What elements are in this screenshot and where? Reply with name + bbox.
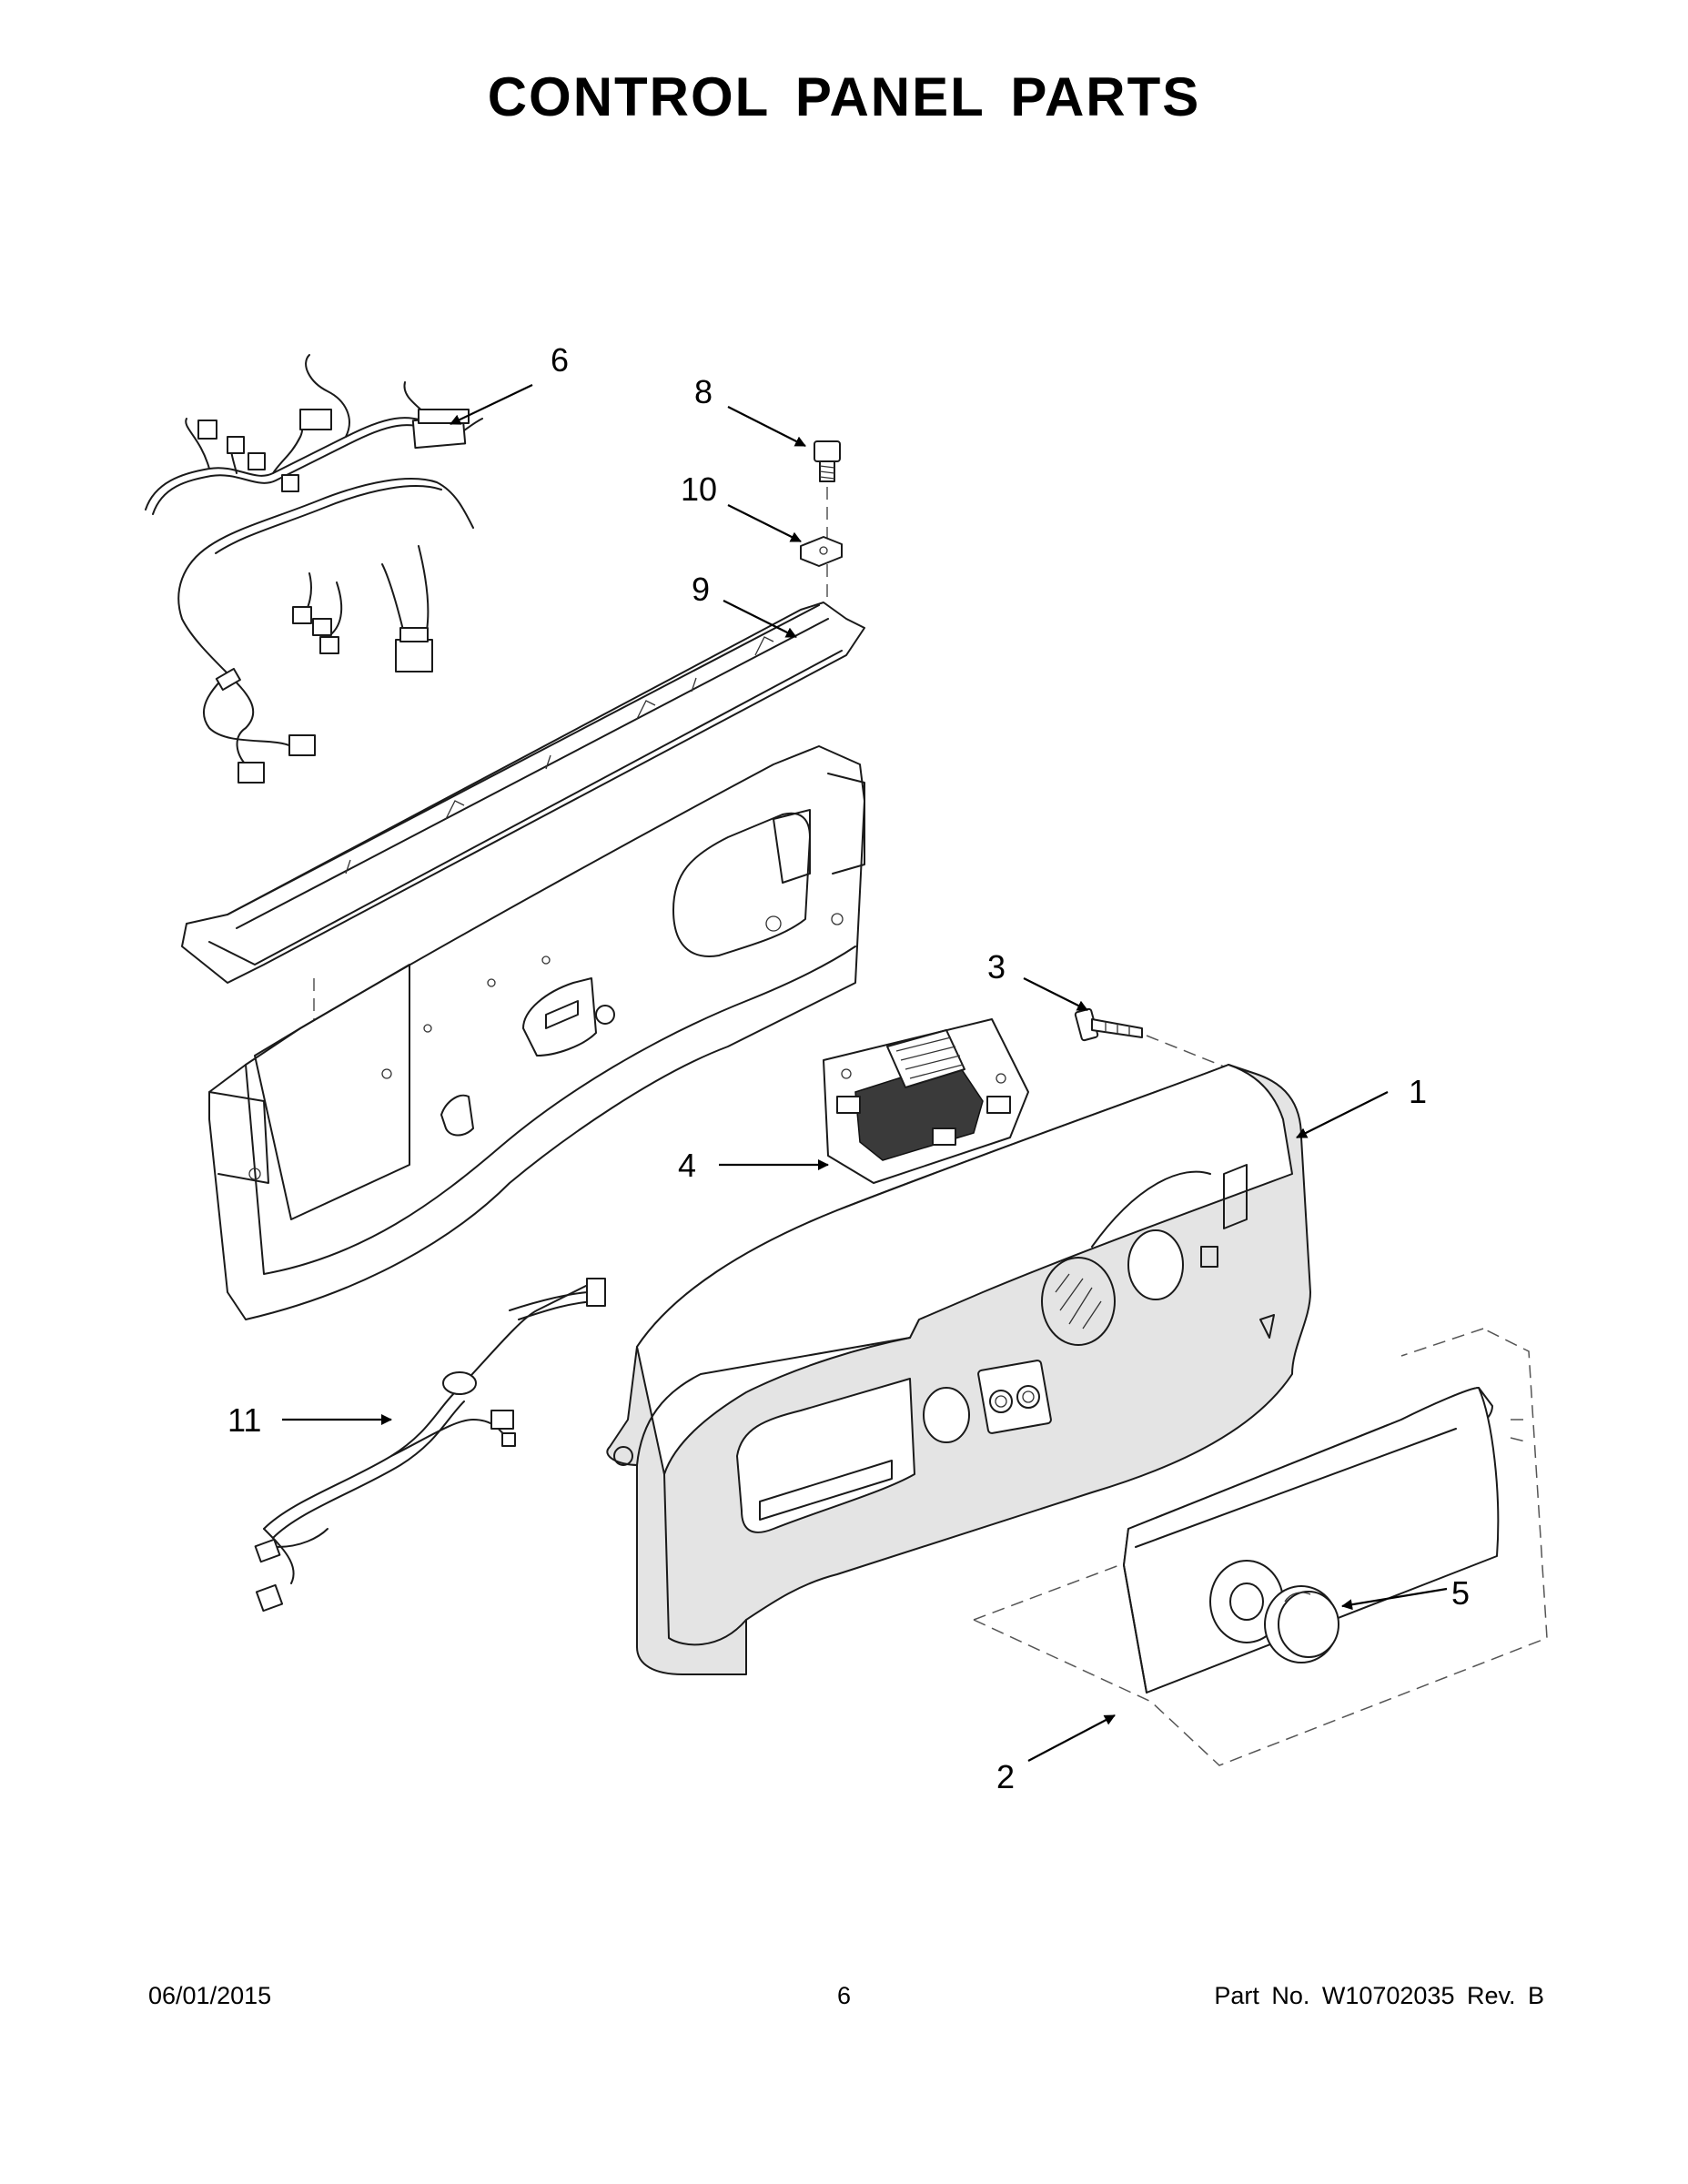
leader-part-10 [727, 504, 802, 542]
callout-11: 11 [227, 1401, 261, 1439]
sensor-harness-part-11 [254, 1278, 606, 1613]
footer-date: 06/01/2015 [148, 1982, 272, 2009]
callout-6: 6 [551, 341, 569, 379]
callout-9: 9 [692, 571, 710, 608]
knob-part-5 [1264, 1585, 1339, 1663]
callout-8: 8 [694, 373, 713, 410]
wire-harness-part-6 [145, 354, 483, 784]
callout-2: 2 [996, 1758, 1015, 1795]
callout-10: 10 [681, 470, 717, 508]
leader-part-5 [1341, 1587, 1448, 1611]
leader-part-6 [450, 384, 533, 425]
callout-4: 4 [678, 1147, 696, 1184]
screw-part-3 [1074, 1007, 1143, 1042]
bracket-rail-part-9 [181, 602, 865, 984]
callout-3: 3 [987, 948, 1006, 986]
screw-part-8 [814, 440, 841, 482]
leader-part-1 [1296, 1091, 1389, 1138]
console-overlay-dashed-outline [973, 1328, 1548, 1766]
leader-part-3 [1023, 977, 1088, 1011]
page-title: CONTROL PANEL PARTS [487, 66, 1201, 127]
control-panel-back-frame [208, 745, 865, 1320]
clip-part-10 [800, 536, 843, 567]
leader-part-2 [1027, 1714, 1116, 1762]
footer-page-number: 6 [836, 1982, 852, 2009]
callout-1: 1 [1409, 1073, 1427, 1110]
footer-part-number: Part No. W10702035 Rev. B [1214, 1982, 1544, 2009]
leader-part-9 [723, 600, 797, 638]
leader-part-8 [727, 406, 806, 447]
console-overlay-part-2 [1123, 1387, 1500, 1694]
control-console-part-1 [606, 1064, 1311, 1675]
callout-5: 5 [1451, 1574, 1470, 1612]
control-board-part-4 [823, 1018, 1029, 1184]
